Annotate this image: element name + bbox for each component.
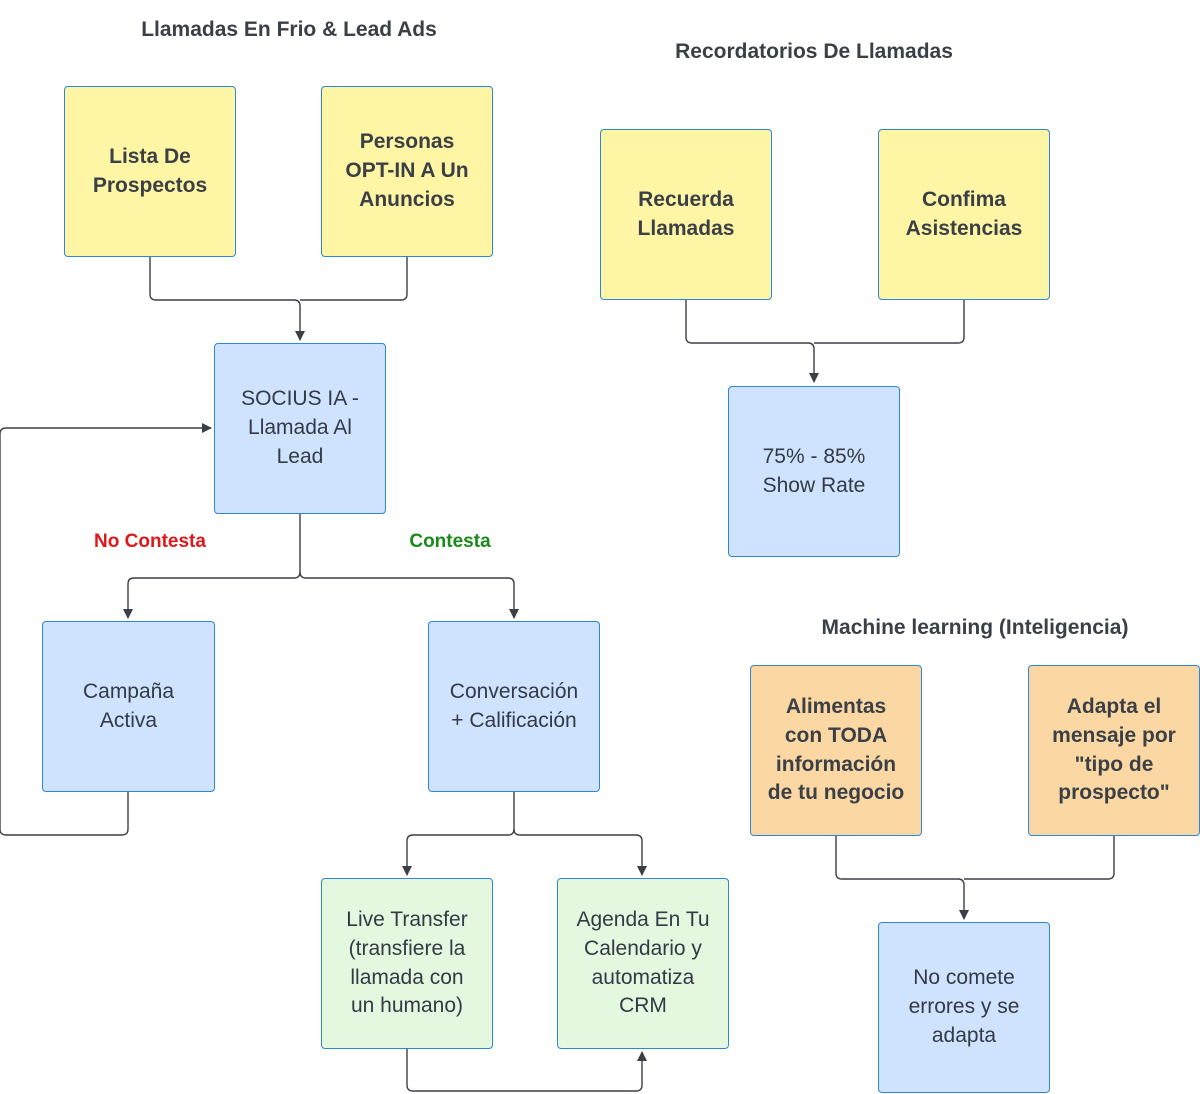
- node-feed-info: Alimentas con TODA información de tu neg…: [750, 665, 922, 836]
- connector-live-transfer: [402, 792, 515, 876]
- node-active-campaign: Campaña Activa: [42, 621, 215, 792]
- section-title-cold-calls: Llamadas En Frio & Lead Ads: [141, 18, 437, 41]
- node-prospect-list-text: Lista De Prospectos: [92, 144, 208, 197]
- node-socius-call-text: SOCIUS IA - Llamada Al Lead: [241, 387, 359, 468]
- connector-optin: [300, 257, 408, 301]
- node-socius-call: SOCIUS IA - Llamada Al Lead: [214, 343, 386, 514]
- node-adapt-message-text: Adapta el mensaje por "tipo de prospecto…: [1052, 694, 1176, 805]
- node-remind-calls: Recuerda Llamadas: [600, 129, 772, 300]
- node-confirm-attendance: Confima Asistencias: [878, 129, 1050, 300]
- node-no-errors: No comete errores y se adapta: [878, 922, 1050, 1093]
- node-confirm-attendance-text: Confima Asistencias: [905, 187, 1023, 240]
- node-remind-calls-text: Recuerda Llamadas: [637, 187, 735, 240]
- node-optin-ads-text: Personas OPT-IN A Un Anuncios: [345, 130, 469, 211]
- connector-adapt: [964, 836, 1115, 880]
- section-title-reminders: Recordatorios De Llamadas: [675, 40, 953, 63]
- node-conversation-text: Conversación + Calificación: [449, 679, 579, 732]
- node-show-rate-text: 75% - 85% Show Rate: [762, 444, 866, 497]
- label-answer: Contesta: [409, 531, 491, 552]
- section-title-machine-learning: Machine learning (Inteligencia): [821, 616, 1129, 639]
- node-conversation: Conversación + Calificación: [428, 621, 600, 792]
- connector-answer: [299, 571, 519, 619]
- connector-schedule: [513, 828, 647, 876]
- node-schedule-crm: Agenda En Tu Calendario y automatiza CRM: [557, 878, 729, 1049]
- label-no-answer: No Contesta: [94, 531, 206, 552]
- node-no-errors-text: No comete errores y se adapta: [908, 966, 1020, 1047]
- node-live-transfer: Live Transfer (transfiere la llamada con…: [321, 878, 493, 1049]
- node-active-campaign-text: Campaña Activa: [82, 679, 175, 732]
- connector-remind: [685, 300, 819, 383]
- connector-loop-back: [0, 423, 212, 836]
- connector-feed-info: [835, 836, 969, 920]
- connector-confirm: [814, 300, 965, 344]
- node-adapt-message: Adapta el mensaje por "tipo de prospecto…: [1028, 665, 1200, 836]
- node-live-transfer-text: Live Transfer (transfiere la llamada con…: [346, 907, 468, 1018]
- connector-prospect-list: [149, 257, 305, 341]
- node-schedule-crm-text: Agenda En Tu Calendario y automatiza CRM: [576, 907, 710, 1018]
- connector-transfer-to-schedule: [406, 1049, 647, 1092]
- node-prospect-list: Lista De Prospectos: [64, 86, 236, 257]
- node-feed-info-text: Alimentas con TODA información de tu neg…: [767, 694, 905, 805]
- node-show-rate: 75% - 85% Show Rate: [728, 386, 900, 557]
- node-optin-ads: Personas OPT-IN A Un Anuncios: [321, 86, 493, 257]
- connector-no-answer: [123, 514, 301, 619]
